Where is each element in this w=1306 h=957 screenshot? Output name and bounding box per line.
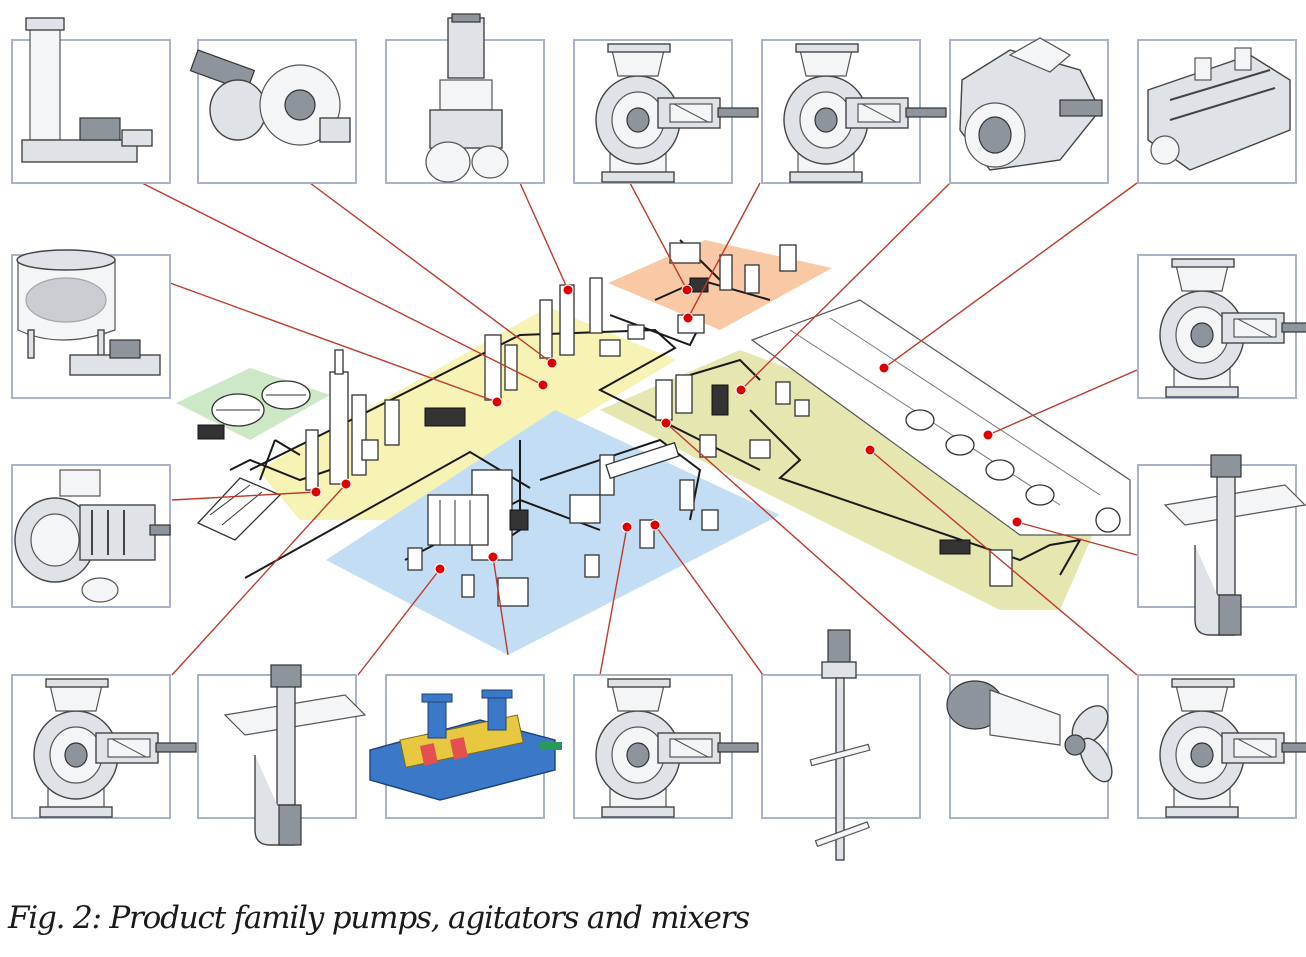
product-frame-p10 <box>1137 254 1306 399</box>
product-frame-p1 <box>11 17 171 184</box>
leader-lines <box>141 182 1138 676</box>
product-frame-p8 <box>11 249 171 399</box>
zone-blue <box>326 410 780 655</box>
location-markers <box>310 284 1023 575</box>
tank-pump-skid-icon <box>16 249 161 376</box>
product-frame-p2 <box>189 39 357 184</box>
colored-multistage-pump-icon <box>369 689 562 801</box>
multistage-pump-icon <box>1147 47 1291 171</box>
propeller-mixer-icon <box>946 680 1113 783</box>
product-frame-p12 <box>11 674 197 819</box>
product-frame-p6 <box>949 37 1109 184</box>
product-frame-p16 <box>761 629 921 861</box>
agitator-icon <box>809 629 871 861</box>
product-frame-p7 <box>1137 39 1297 184</box>
product-frame-p13 <box>197 664 366 846</box>
plant-equipment <box>196 242 1131 607</box>
product-frame-p9 <box>11 464 171 608</box>
plant-diagram <box>11 13 1306 861</box>
vertical-inline-pump-icon <box>425 13 509 183</box>
product-frame-p11 <box>1137 454 1306 636</box>
product-frame-p3 <box>385 13 545 184</box>
product-frame-p15 <box>573 674 759 819</box>
product-frame-p14 <box>369 674 562 819</box>
figure-caption: Fig. 2: Product family pumps, agitators … <box>8 900 750 936</box>
product-frame-p4 <box>573 39 759 184</box>
product-frame-p17 <box>946 674 1113 819</box>
vertical-tank-pump-unit-icon <box>21 17 153 163</box>
inline-motor-pump-icon <box>189 49 351 146</box>
horizontal-multistage-cutaway-icon <box>14 469 171 603</box>
product-frame-p5 <box>761 39 947 184</box>
product-frame-p18 <box>1137 674 1306 819</box>
split-case-pump-icon <box>959 37 1103 171</box>
